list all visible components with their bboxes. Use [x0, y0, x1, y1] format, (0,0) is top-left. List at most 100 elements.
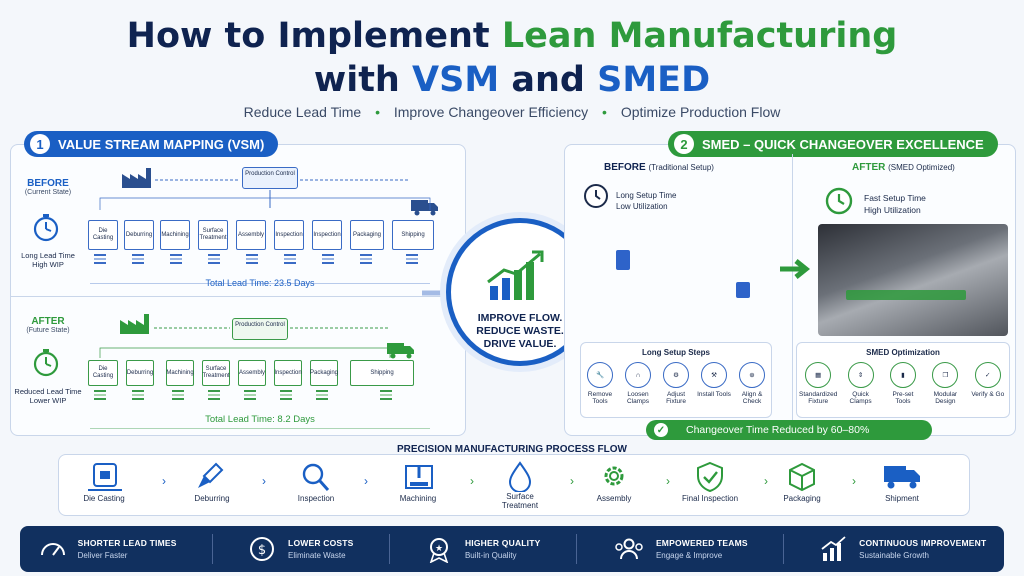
- benefit-title: LOWER COSTS: [288, 538, 354, 548]
- steps-title: Long Setup Steps: [642, 348, 710, 357]
- benefit-sub: Built-in Quality: [464, 551, 517, 560]
- metric-line: Long Setup Time: [616, 191, 677, 200]
- step-item: ▮Pre-set Tools: [886, 362, 920, 405]
- process-box: Deburring: [124, 220, 154, 250]
- process-box: Machining: [166, 360, 194, 386]
- flow-item: Machining: [374, 460, 462, 503]
- medal-icon: ★: [429, 538, 449, 563]
- data-box-icon: [246, 254, 258, 266]
- flow-item: Surface Treatment: [476, 460, 564, 510]
- process-flow-box: [58, 454, 970, 516]
- chevron-right-icon: ›: [852, 474, 856, 488]
- wrench-icon: 🔧: [587, 362, 613, 388]
- process-label: Shipping: [370, 369, 394, 376]
- benefit-item: CONTINUOUS IMPROVEMENT Sustainable Growth: [819, 535, 986, 563]
- process-label: Assembly: [237, 231, 264, 238]
- flow-item-label: Die Casting: [83, 494, 125, 503]
- process-label: Inspection: [313, 231, 341, 238]
- metric-line: High WIP: [32, 260, 64, 269]
- vsm-after-process-row: Die Casting Deburring Machining Surface …: [88, 360, 418, 386]
- process-box: Machining: [160, 220, 190, 250]
- process-box: Die Casting: [88, 360, 118, 386]
- data-box-icon: [360, 254, 372, 266]
- data-box-icon: [208, 254, 220, 266]
- changeover-result-text: Changeover Time Reduced by 60–80%: [686, 424, 870, 436]
- data-box-icon: [94, 390, 106, 402]
- production-control-label: Production Control: [235, 322, 285, 328]
- clamp-accent: [736, 282, 750, 298]
- vsm-before-label-group: BEFORE (Current State): [18, 178, 78, 196]
- speedometer-icon: [40, 543, 65, 556]
- smed-after-metrics: Fast Setup Time High Utilization: [864, 192, 926, 216]
- data-box-icon: [316, 390, 328, 402]
- step-item: ✓Verify & Go: [971, 362, 1005, 405]
- title-text: How to Implement: [126, 16, 490, 56]
- process-label: Machining: [166, 369, 194, 376]
- smed-before-steps-box: Long Setup Steps 🔧Remove Tools ∩Loosen C…: [580, 342, 772, 418]
- info-flow-arrows: [99, 179, 431, 210]
- process-label: Assembly: [239, 369, 266, 376]
- metric-line: High Utilization: [864, 205, 921, 215]
- flow-item-label: Deburring: [194, 494, 230, 503]
- smed-before-label: BEFORE: [604, 162, 646, 173]
- info-flow-arrows: [99, 327, 391, 358]
- factory-icon: [122, 168, 151, 188]
- flow-item-label: Packaging: [783, 494, 821, 503]
- data-box-icon: [406, 254, 418, 266]
- title-text: and: [511, 60, 585, 100]
- truck-icon: [411, 200, 438, 216]
- step-label: Adjust Fixture: [666, 391, 686, 405]
- preset-tool-icon: ▮: [889, 362, 916, 388]
- process-box: Assembly: [238, 360, 266, 386]
- process-label: Surface Treatment: [199, 228, 227, 241]
- data-box-icon: [322, 254, 334, 266]
- subtitle-item: Optimize Production Flow: [620, 104, 781, 120]
- data-box-icon: [280, 390, 292, 402]
- vsm-after-label-group: AFTER (Future State): [18, 316, 78, 334]
- truck-icon: [387, 343, 414, 359]
- process-box: Inspection: [312, 220, 342, 250]
- subtitle-item: Improve Changeover Efficiency: [393, 104, 589, 120]
- subtitle-separator: •: [602, 104, 607, 120]
- flow-item: Deburring: [168, 460, 256, 503]
- benefit-sub: Deliver Faster: [77, 551, 128, 560]
- vsm-after-data-bars: [94, 390, 424, 404]
- smed-before-metrics: Long Setup Time Low Utilization: [616, 190, 676, 212]
- benefit-sub: Sustainable Growth: [859, 551, 929, 560]
- metric-line: Low Utilization: [616, 202, 668, 211]
- chevron-right-icon: ›: [162, 474, 166, 488]
- step-label: Install Tools: [697, 391, 731, 398]
- step-label: Loosen Clamps: [626, 391, 650, 405]
- flow-item-label: Final Inspection: [681, 494, 739, 503]
- clock-icon: [825, 187, 853, 215]
- benefit-title: EMPOWERED TEAMS: [655, 538, 748, 548]
- brush-icon: [198, 462, 224, 488]
- vsm-after-total-lead-time: Total Lead Time: 8.2 Days: [205, 414, 315, 425]
- vsm-before-total-lead-time: Total Lead Time: 23.5 Days: [205, 278, 315, 288]
- process-label: Die Casting: [92, 366, 114, 379]
- flow-item: Final Inspection: [666, 460, 754, 503]
- grid-icon: ▦: [805, 362, 832, 388]
- process-label: Inspection: [275, 231, 303, 238]
- tool-icon: ⚒: [701, 362, 727, 388]
- page-title-line1: How to Implement Lean Manufacturing: [0, 14, 1024, 58]
- check-circle-icon: ✓: [974, 362, 1001, 388]
- metric-line: Lower WIP: [29, 396, 67, 405]
- flow-item: Assembly: [570, 460, 658, 503]
- production-control-box: Production Control: [242, 167, 298, 189]
- subtitle-separator: •: [375, 104, 380, 120]
- benefit-sub: Engage & Improve: [655, 551, 723, 560]
- title-highlight: Lean Manufacturing: [501, 16, 898, 56]
- divider: [90, 283, 430, 284]
- benefit-title: CONTINUOUS IMPROVEMENT: [859, 538, 987, 548]
- process-box: Shipping: [392, 220, 434, 250]
- smed-heading: 2 SMED – QUICK CHANGEOVER EXCELLENCE: [668, 131, 998, 157]
- vsm-before-data-bars: [94, 254, 424, 268]
- shield-check-icon: [697, 461, 723, 493]
- center-line: REDUCE WASTE.: [476, 325, 564, 337]
- step-item: ∩Loosen Clamps: [621, 362, 655, 405]
- gear-icon: [604, 466, 624, 486]
